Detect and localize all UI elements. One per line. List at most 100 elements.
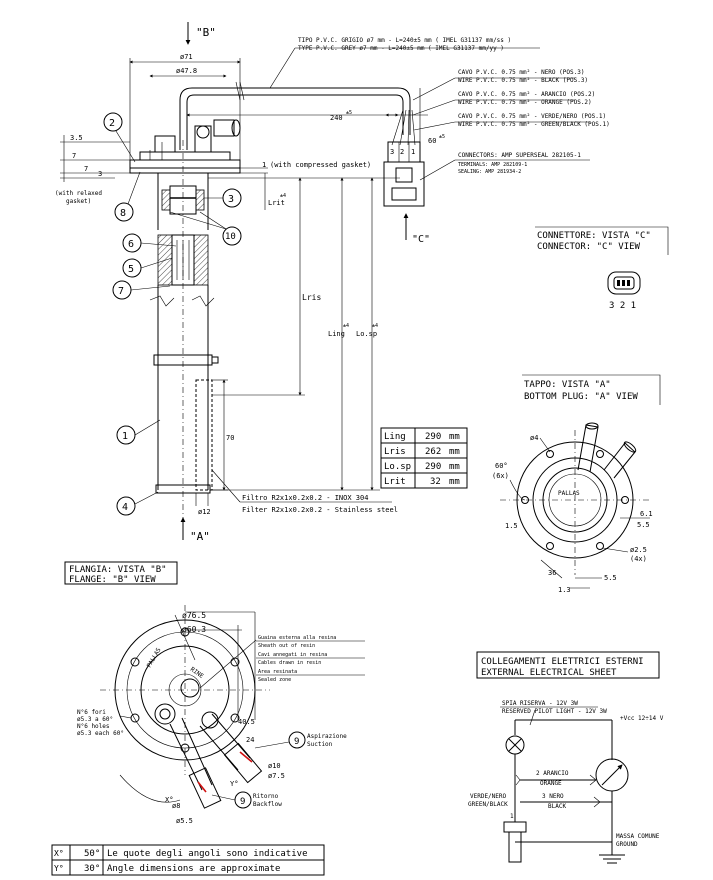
connector-spec-2: TERMINALS: AMP 282109-1 <box>458 162 527 168</box>
svg-text:10: 10 <box>225 232 236 242</box>
view-c-label: "C" <box>412 234 430 245</box>
dim-d12: ø12 <box>198 508 211 516</box>
resin-note-1: Guaina esterna alla resina <box>258 635 336 641</box>
angle-table: X° 50° Le quote degli angoli sono indica… <box>51 844 325 876</box>
wire-orange-it: CAVO P.V.C. 0.75 mm² - ARANCIO (POS.2) <box>458 91 595 98</box>
ground-en: GROUND <box>616 841 638 848</box>
balloon-10: 10 <box>169 211 242 246</box>
cable-spec-en: TYPE P.V.C. GREY ø7 mm - L=240±5 mm ( IM… <box>298 45 504 52</box>
electrical-title-it: COLLEGAMENTI ELETTRICI ESTERNI <box>481 657 644 667</box>
flange-stamp: PALLAS <box>146 646 163 669</box>
suction-it: Aspirazione <box>307 733 347 740</box>
wire-orange-en: WIRE P.V.C. 0.75 mm² - ORANGE (POS.2) <box>458 99 592 106</box>
main-elevation-view: "B" ø71 ø47.8 240 ±5 TIPO P.V.C. GRIGIO … <box>55 22 610 543</box>
balloon-1: 1 <box>116 419 161 445</box>
resin-note-5: Area resinata <box>258 669 297 675</box>
balloon-7: 7 <box>112 280 171 300</box>
flange-dim-d8: ø8 <box>172 802 180 810</box>
bottom-plug-title-en: BOTTOM PLUG: "A" VIEW <box>524 392 638 402</box>
flange-dim-d60-3: ø60.3 <box>182 625 206 634</box>
filter-note-en: Filter R2x1x0.2x0.2 - Stainless steel <box>242 506 398 514</box>
pin-1: 1 <box>411 148 415 156</box>
suction-en: Suction <box>307 741 333 748</box>
dim-d240: 240 <box>330 114 343 122</box>
dim-d71: ø71 <box>180 53 193 61</box>
balloon-4: 4 <box>116 491 159 516</box>
resin-note-6: Sealed zone <box>258 677 291 683</box>
spia-it: SPIA RISERVA - 12V 3W <box>502 700 578 707</box>
gasket-compressed: (with compressed gasket) <box>270 161 371 169</box>
plug-stamp: PALLAS <box>558 490 580 497</box>
connector-spec-3: SEALING: AMP 281934-2 <box>458 169 521 175</box>
spia-en: RESERVED PILOT LIGHT - 12V 3W <box>502 708 607 715</box>
backflow-num: 9 <box>240 797 245 807</box>
wire-2-en: ORANGE <box>540 780 562 787</box>
wire-green-it: CAVO P.V.C. 0.75 mm² - VERDE/NERO (POS.1… <box>458 113 606 120</box>
wire-black-it: CAVO P.V.C. 0.75 mm² - NERO (POS.3) <box>458 69 584 76</box>
plug-dim-d5-5b: 5.5 <box>604 574 617 582</box>
flange-view: FLANGIA: VISTA "B" FLANGE: "B" VIEW PALL… <box>64 561 365 825</box>
holes-note-4: ø5.3 each 60° <box>77 730 124 737</box>
dim-d7a: 7 <box>72 152 76 160</box>
angle-row-x-label: X° <box>54 849 64 858</box>
balloon-6: 6 <box>122 233 177 253</box>
table-row-losp-unit: mm <box>449 462 460 472</box>
dim-d47-8: ø47.8 <box>176 67 197 75</box>
table-row-lris-name: Lris <box>384 447 406 457</box>
table-row-ling-name: Ling <box>384 432 406 442</box>
resin-note-4: Cables drawn in resin <box>258 660 321 666</box>
dim-d70: 70 <box>226 434 234 442</box>
flange-stamp-2: RINE <box>189 666 205 680</box>
dim-d1: 1 <box>262 161 266 169</box>
wire-1-en: GREEN/BLACK <box>468 801 508 808</box>
connector-spec-1: CONNECTORS: AMP SUPERSEAL 282105-1 <box>458 152 581 159</box>
view-b-label: "B" <box>196 26 216 39</box>
table-row-lrit-value: 32 <box>430 477 441 487</box>
plug-dim-d36: 36 <box>548 569 556 577</box>
wire-1-num: 1 <box>510 813 514 820</box>
dim-d3: 3 <box>98 170 102 178</box>
gasket-relaxed-2: gasket) <box>66 198 91 205</box>
plug-dim-d4: ø4 <box>530 434 538 442</box>
connector-view-pins: 3 2 1 <box>609 301 636 311</box>
flange-dim-d10: ø10 <box>268 762 281 770</box>
wire-2-it: 2 ARANCIO <box>536 770 569 777</box>
wire-green-en: WIRE P.V.C. 0.75 mm² - GREEN/BLACK (POS.… <box>458 121 610 128</box>
connector-view: CONNETTORE: VISTA "C" CONNECTOR: "C" VIE… <box>535 226 669 311</box>
holes-note-2: ø5.3 a 60° <box>77 716 113 723</box>
flange-dim-d7-5: ø7.5 <box>268 772 285 780</box>
svg-text:3: 3 <box>228 194 234 205</box>
flange-view-title-en: FLANGE: "B" VIEW <box>69 575 156 585</box>
balloon-3: 3 <box>204 188 242 208</box>
table-row-losp-name: Lo.sp <box>384 462 411 472</box>
balloon-5: 5 <box>122 257 173 278</box>
balloon-2: 2 <box>103 112 136 163</box>
angle-row-y-note: Angle dimensions are approximate <box>107 864 280 874</box>
dim-lrit-tol: ±4 <box>280 193 286 199</box>
dim-ling: Ling <box>328 330 345 338</box>
dim-d3-5: 3.5 <box>70 134 83 142</box>
view-a-label: "A" <box>190 530 210 543</box>
resin-note-2: Sheath out of resin <box>258 643 315 649</box>
angle-row-y-value: 30° <box>84 864 100 874</box>
angle-row-y-label: Y° <box>54 864 64 873</box>
svg-text:6: 6 <box>128 239 134 250</box>
table-row-lrit-name: Lrit <box>384 477 406 487</box>
wire-3-en: BLACK <box>548 803 566 810</box>
plug-dim-d2-5x: (4x) <box>630 555 647 563</box>
svg-text:7: 7 <box>118 286 124 297</box>
flange-dim-d24: 24 <box>246 736 254 744</box>
svg-text:5: 5 <box>128 264 134 275</box>
pin-2: 2 <box>400 148 404 156</box>
dim-ling-tol: ±4 <box>343 323 349 329</box>
flange-dim-d5-5: ø5.5 <box>176 817 193 825</box>
resin-note-3: Cavi annegati in resina <box>258 652 327 658</box>
suction-num: 9 <box>294 737 299 747</box>
angle-row-x-value: 50° <box>84 849 100 859</box>
holes-note-1: N°6 fori <box>77 709 106 716</box>
plug-dim-d1-5: 1.5 <box>505 522 518 530</box>
wire-black-en: WIRE P.V.C. 0.75 mm² - BLACK (POS.3) <box>458 77 588 84</box>
flange-dim-d40-5: 40.5 <box>238 718 255 726</box>
gasket-relaxed-1: (with relaxed <box>55 190 102 197</box>
